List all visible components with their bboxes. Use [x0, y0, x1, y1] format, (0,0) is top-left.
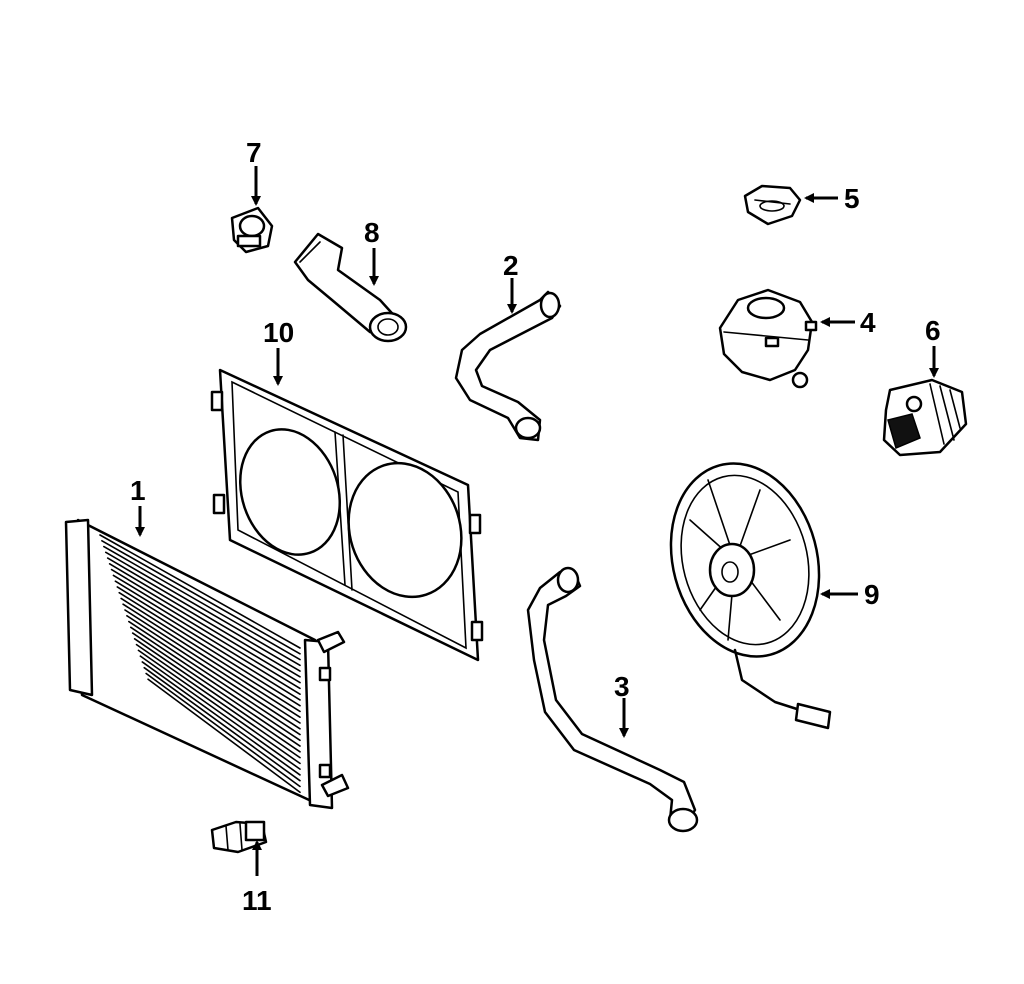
- sensor-plug-part: [230, 206, 274, 254]
- radiator-fin-line: [118, 591, 301, 707]
- callout-10: 10: [263, 317, 294, 348]
- radiator-fin-line: [110, 568, 301, 684]
- radiator-fin-line: [141, 661, 301, 776]
- water-pump-part: [882, 378, 968, 457]
- radiator-fin-line: [99, 534, 301, 649]
- callout-11: 11: [242, 885, 272, 916]
- callout-9: 9: [864, 579, 880, 610]
- expansion-tank-part: [718, 288, 818, 389]
- radiator-fin-line: [137, 649, 301, 765]
- radiator-fin-line: [116, 586, 301, 701]
- radiator-fin-line: [114, 580, 301, 695]
- upper-hose-part: [454, 290, 562, 442]
- callout-8: 8: [364, 217, 380, 248]
- callout-2: 2: [503, 250, 519, 281]
- radiator-fin-line: [124, 609, 301, 724]
- callout-3: 3: [614, 671, 630, 702]
- radiator-part: [64, 518, 350, 810]
- leader-lines: [135, 166, 939, 876]
- callout-5: 5: [844, 183, 860, 214]
- radiator-fin-line: [131, 632, 301, 747]
- coolant-flange-part: [293, 232, 408, 343]
- radiator-fin-line: [147, 678, 301, 794]
- radiator-fin-line: [112, 574, 301, 690]
- radiator-fin-line: [129, 626, 301, 742]
- radiator-fin-line: [108, 563, 301, 678]
- radiator-fin-line: [128, 620, 301, 736]
- callout-6: 6: [925, 315, 941, 346]
- radiator-fin-line: [133, 638, 301, 753]
- callout-4: 4: [860, 307, 876, 338]
- radiator-fin-line: [145, 672, 301, 788]
- radiator-fin-line: [101, 539, 301, 655]
- radiator-fin-line: [106, 557, 301, 672]
- radiator-fin-line: [120, 597, 301, 713]
- fan-shroud-part: [210, 368, 484, 662]
- radiator-fin-line: [139, 655, 301, 770]
- cooling-fan-part: [669, 462, 832, 730]
- reservoir-cap-part: [743, 184, 802, 226]
- callout-1: 1: [130, 475, 146, 506]
- radiator-fin-line: [122, 603, 301, 719]
- radiator-fin-line: [103, 545, 301, 661]
- callout-7: 7: [246, 137, 262, 168]
- radiator-fin-line: [126, 614, 301, 730]
- radiator-fin-line: [104, 551, 301, 667]
- callout-labels: 1 2 3 4 5 6 7 8 9 10 11: [130, 137, 941, 916]
- radiator-fin-line: [143, 666, 301, 782]
- lower-hose-part: [526, 566, 699, 833]
- radiator-fin-line: [135, 643, 301, 759]
